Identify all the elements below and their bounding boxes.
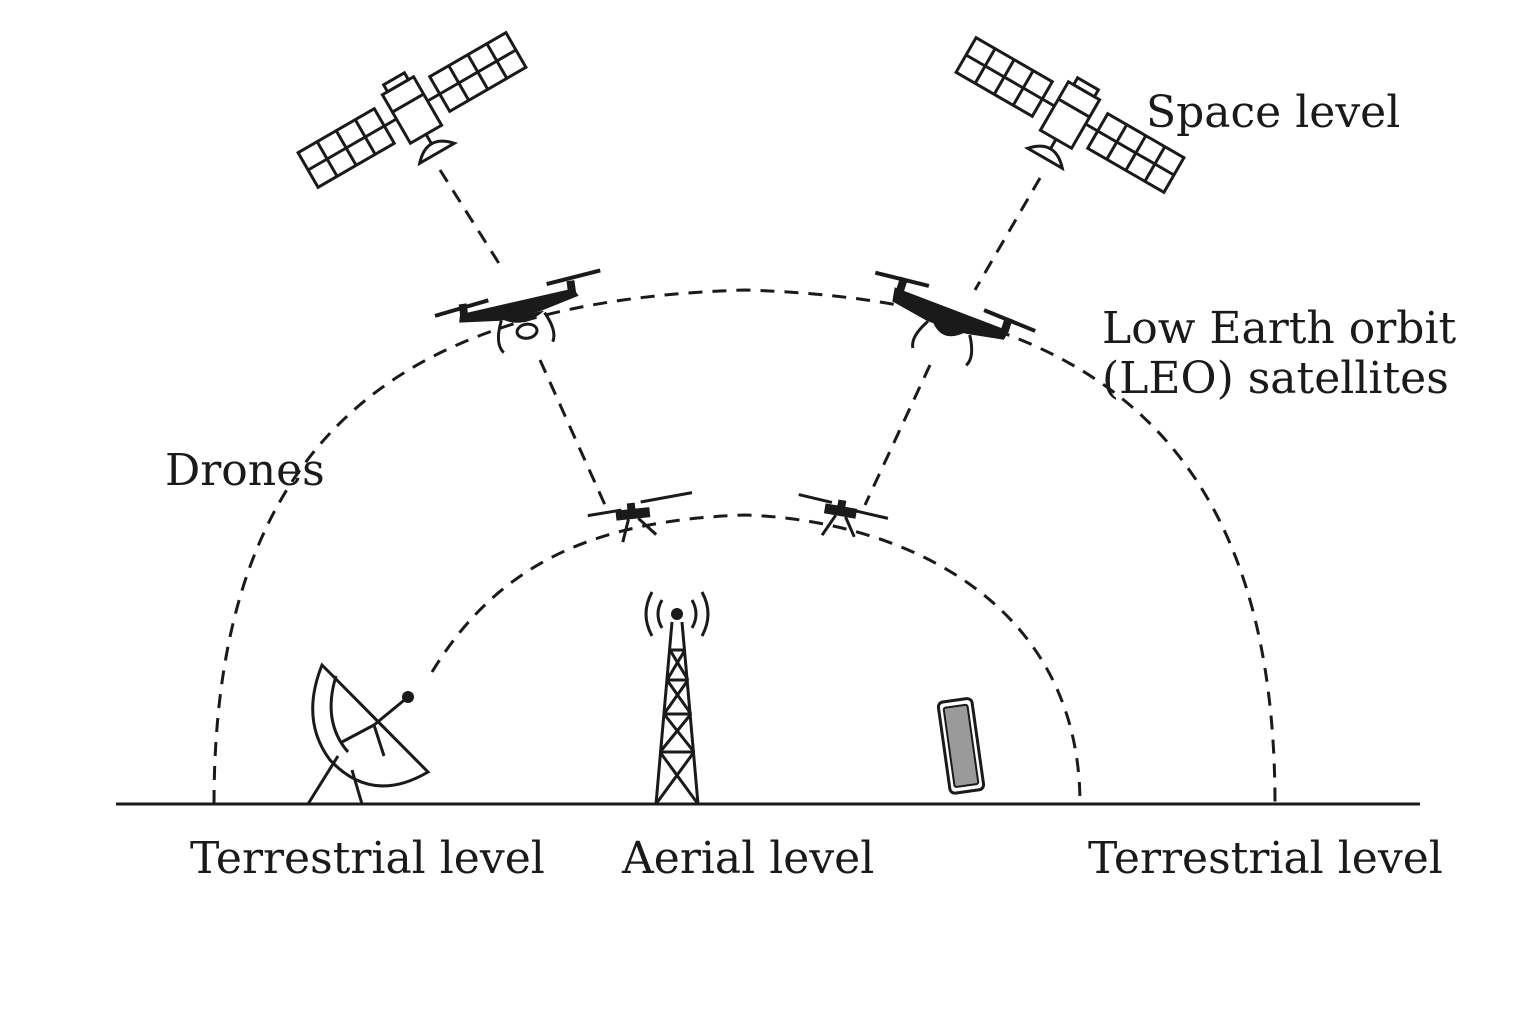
drones-label: Drones	[165, 445, 325, 496]
satellite-icon	[954, 35, 1186, 195]
aerial-level-label: Aerial level	[622, 833, 875, 884]
link-satellite-left-to-drone	[438, 169, 502, 266]
leo-label-line1: Low Earth orbit	[1102, 303, 1457, 354]
leo-label-line2: (LEO) satellites	[1102, 353, 1449, 404]
smartphone-icon	[936, 697, 986, 795]
small-drone-icon	[798, 493, 889, 538]
link-drone-left-to-small	[538, 359, 607, 506]
quadcopter-drone-icon	[434, 268, 601, 354]
cell-tower-icon	[644, 591, 710, 805]
link-satellite-right-to-drone	[973, 177, 1042, 291]
terrestrial-level-left-label: Terrestrial level	[190, 833, 545, 884]
inner-orbit-arc	[430, 513, 1082, 805]
leo-satellites-label: Low Earth orbit (LEO) satellites	[1102, 304, 1456, 404]
satellite-icon	[296, 30, 528, 190]
terrestrial-level-right-label: Terrestrial level	[1088, 833, 1443, 884]
small-drone-icon	[587, 491, 693, 543]
outer-orbit-arc	[212, 288, 1277, 805]
space-level-label: Space level	[1146, 87, 1401, 138]
satellite-dish-icon	[306, 662, 431, 805]
quadcopter-drone-icon	[874, 270, 1036, 367]
link-drone-right-to-small	[863, 364, 932, 506]
